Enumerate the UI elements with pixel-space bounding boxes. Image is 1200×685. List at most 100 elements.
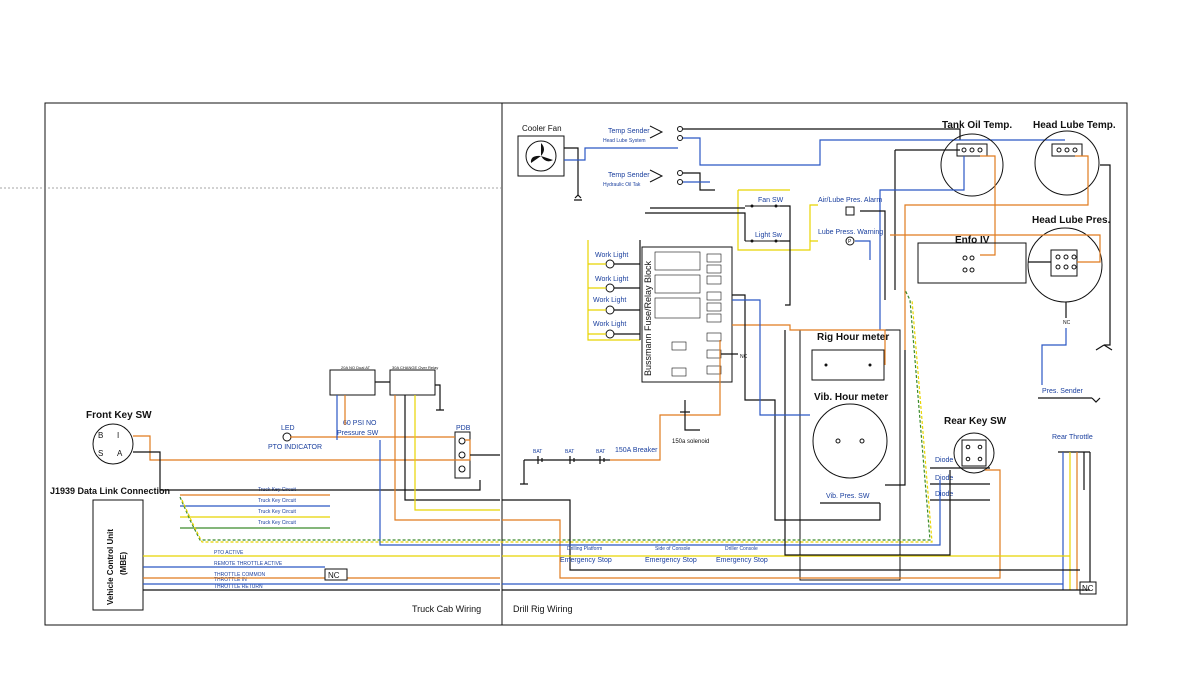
svg-text:B: B xyxy=(98,431,103,440)
svg-text:Light Sw: Light Sw xyxy=(755,232,783,239)
svg-text:P: P xyxy=(848,239,852,245)
svg-text:Hydraulic Oil Tak: Hydraulic Oil Tak xyxy=(603,182,641,188)
nc-vcu: NC xyxy=(328,571,340,580)
svg-text:REMOTE THROTTLE ACTIVE: REMOTE THROTTLE ACTIVE xyxy=(214,561,283,567)
head-lube-pres-gauge: Head Lube Pres. xyxy=(1027,215,1111,303)
breaker-label: 150A Breaker xyxy=(615,447,658,454)
svg-text:BAT: BAT xyxy=(565,449,574,455)
temp-sender-hyd: Temp Sender Hydraulic Oil Tak xyxy=(603,169,683,188)
svg-text:Emergency Stop: Emergency Stop xyxy=(645,557,697,564)
diagram-border xyxy=(44,102,1128,626)
svg-text:Work Light: Work Light xyxy=(595,276,628,283)
psi-label: 60 PSI NO xyxy=(343,420,377,427)
fan-switch: Fan SW xyxy=(745,197,784,208)
front-key-switch: Front Key SW B I S A xyxy=(86,410,152,465)
enfo-label: Enfo IV xyxy=(955,235,990,246)
rear-throttle: NC xyxy=(1058,451,1097,595)
svg-text:A: A xyxy=(117,449,123,458)
work-light-3: Work Light xyxy=(593,297,626,315)
tank-oil-temp-gauge: Tank Oil Temp. xyxy=(940,120,1012,197)
vib-hour-meter: Vib. Hour meter xyxy=(812,392,888,479)
svg-text:Driller Console: Driller Console xyxy=(725,546,758,552)
svg-text:Side of Console: Side of Console xyxy=(655,546,691,552)
relay-1: 20A NO Dual AT xyxy=(329,365,376,396)
svg-text:Temp Sender: Temp Sender xyxy=(608,128,650,135)
led-label: LED xyxy=(281,425,295,432)
head-lube-temp-label: Head Lube Temp. xyxy=(1033,120,1116,131)
svg-text:Fan SW: Fan SW xyxy=(758,197,784,204)
diode-1: Diode xyxy=(935,457,953,464)
cooler-fan-label: Cooler Fan xyxy=(522,124,562,133)
cooler-fan: Cooler Fan xyxy=(517,124,565,177)
emergency-stop-1: Drilling Platform Emergency Stop xyxy=(560,546,612,564)
svg-text:(MBE): (MBE) xyxy=(119,552,128,575)
bussmann-block: Bussmann Fuse/Relay Block xyxy=(641,246,733,383)
nc-head-lube: NC xyxy=(1063,320,1071,326)
head-lube-temp-gauge: Head Lube Temp. xyxy=(1033,120,1116,196)
svg-text:Head Lube System: Head Lube System xyxy=(603,138,646,144)
svg-text:PTO ACTIVE: PTO ACTIVE xyxy=(214,550,244,556)
svg-text:BAT: BAT xyxy=(533,449,542,455)
pto-indicator-label: PTO INDICATOR xyxy=(268,444,322,451)
solenoid-label: 150a solenoid xyxy=(672,439,709,445)
svg-text:THROTTLE COMMON: THROTTLE COMMON xyxy=(214,572,265,578)
air-lube-alarm: Air/Lube Pres. Alarm xyxy=(818,197,882,216)
led-icon xyxy=(282,432,292,442)
svg-text:Temp Sender: Temp Sender xyxy=(608,172,650,179)
pres-sender-label: Pres. Sender xyxy=(1042,388,1084,395)
svg-text:Lube Press. Warning: Lube Press. Warning xyxy=(818,229,883,236)
tank-oil-temp-label: Tank Oil Temp. xyxy=(942,120,1012,131)
rear-key-sw-label: Rear Key SW xyxy=(944,416,1007,427)
diode-2: Diode xyxy=(935,475,953,482)
nc-bussmann: NC xyxy=(740,354,748,360)
work-light-4: Work Light xyxy=(593,321,626,339)
svg-text:THROTTLE RETURN: THROTTLE RETURN xyxy=(214,584,263,590)
head-lube-pres-label: Head Lube Pres. xyxy=(1032,215,1111,226)
rear-key-switch: Rear Key SW xyxy=(944,416,1007,474)
svg-text:20A NO Dual AT: 20A NO Dual AT xyxy=(341,365,371,370)
vib-pres-sw-label: Vib. Pres. SW xyxy=(826,493,870,500)
rear-throttle-label: Rear Throttle xyxy=(1052,434,1093,441)
rig-hour-meter: Rig Hour meter xyxy=(799,329,901,581)
svg-text:Truck Key Circuit: Truck Key Circuit xyxy=(258,509,296,515)
svg-text:PDB: PDB xyxy=(456,425,471,432)
light-switch: Light Sw xyxy=(745,232,783,243)
work-light-1: Work Light xyxy=(595,252,628,269)
svg-text:Work Light: Work Light xyxy=(595,252,628,259)
emergency-stop-3: Driller Console Emergency Stop xyxy=(716,546,768,564)
pdb: PDB xyxy=(454,425,471,479)
svg-text:Work Light: Work Light xyxy=(593,297,626,304)
pressure-sw-label: Pressure SW xyxy=(337,430,379,437)
work-light-2: Work Light xyxy=(595,276,628,293)
temp-sender-head: Temp Sender Head Lube System xyxy=(603,125,683,144)
emergency-stop-2: Side of Console Emergency Stop xyxy=(645,546,697,564)
svg-text:Air/Lube Pres. Alarm: Air/Lube Pres. Alarm xyxy=(818,197,882,204)
svg-text:Emergency Stop: Emergency Stop xyxy=(716,557,768,564)
svg-text:THROTTLE IN: THROTTLE IN xyxy=(214,577,247,583)
svg-text:30A CHANGE Over Relay: 30A CHANGE Over Relay xyxy=(392,365,438,370)
enfo-iv: Enfo IV xyxy=(917,235,1027,284)
vib-hour-meter-label: Vib. Hour meter xyxy=(814,392,888,403)
svg-text:Work Light: Work Light xyxy=(593,321,626,328)
svg-text:Drilling Platform: Drilling Platform xyxy=(567,546,602,552)
front-key-sw-label: Front Key SW xyxy=(86,410,152,421)
svg-text:S: S xyxy=(98,449,103,458)
diode-3: Diode xyxy=(935,491,953,498)
vehicle-control-unit: Vehicle Control Unit (MBE) xyxy=(92,499,144,611)
svg-text:I: I xyxy=(117,431,119,440)
drill-rig-label: Drill Rig Wiring xyxy=(513,604,573,614)
svg-text:Vehicle Control Unit: Vehicle Control Unit xyxy=(106,529,115,605)
rig-hour-meter-label: Rig Hour meter xyxy=(817,332,889,343)
truck-cab-label: Truck Cab Wiring xyxy=(412,604,481,614)
batteries: BAT BAT BAT xyxy=(520,449,610,485)
relay-2: 30A CHANGE Over Relay xyxy=(389,365,438,396)
nc-vcu-box xyxy=(324,568,348,581)
lube-press-warning: Lube Press. Warning P xyxy=(818,229,883,246)
svg-text:Truck Key Circuit: Truck Key Circuit xyxy=(258,520,296,526)
j1939-label: J1939 Data Link Connection xyxy=(50,486,170,496)
svg-text:Truck Key Circuit: Truck Key Circuit xyxy=(258,498,296,504)
vcu-signals: PTO ACTIVE REMOTE THROTTLE ACTIVE THROTT… xyxy=(214,550,283,590)
svg-text:Emergency Stop: Emergency Stop xyxy=(560,557,612,564)
svg-text:BAT: BAT xyxy=(596,449,605,455)
